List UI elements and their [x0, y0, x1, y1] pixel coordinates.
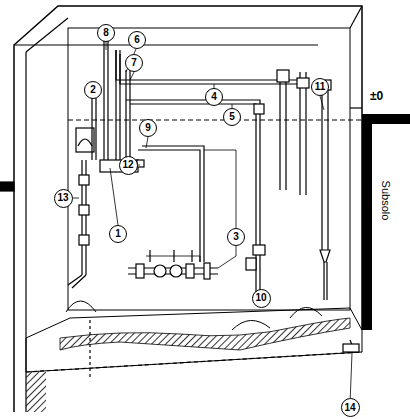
- callout-number: 6: [134, 35, 140, 45]
- callout-circle: 14: [341, 398, 360, 417]
- callout-number: 1: [115, 229, 121, 239]
- floor-name: Subsolo: [380, 180, 391, 220]
- callout-circle: 9: [139, 119, 157, 137]
- callout-circle: 6: [128, 31, 146, 49]
- level-mark: ±0: [370, 90, 383, 102]
- callout-number: 4: [211, 92, 217, 102]
- callout-number: 11: [315, 82, 326, 92]
- callout-number: 10: [255, 293, 266, 303]
- callout-circle: 4: [205, 88, 223, 106]
- callout-circle: 2: [84, 81, 102, 99]
- callout-number: 8: [103, 28, 109, 38]
- callout-number: 7: [131, 58, 137, 68]
- callout-circle: 13: [54, 189, 73, 208]
- callout-circle: 7: [125, 54, 143, 72]
- callout-circle: 5: [223, 108, 241, 126]
- callout-number: 3: [233, 232, 239, 242]
- callout-number: 2: [90, 85, 96, 95]
- callout-number: 5: [229, 112, 235, 122]
- callout-circle: 12: [119, 156, 138, 175]
- callout-circle: 10: [252, 289, 271, 308]
- callout-number: 13: [57, 193, 68, 203]
- callout-circle: 1: [109, 225, 127, 243]
- callout-number: 14: [344, 403, 355, 413]
- callout-circle: 8: [97, 24, 115, 42]
- callout-circle: 3: [227, 228, 245, 246]
- callout-number: 12: [122, 160, 133, 170]
- callout-number: 9: [145, 123, 151, 133]
- callout-circle: 11: [311, 78, 329, 96]
